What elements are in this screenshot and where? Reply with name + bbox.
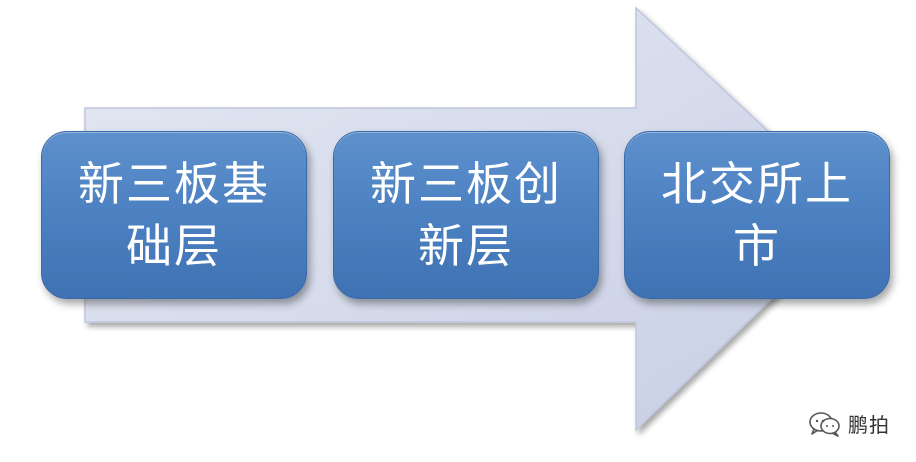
step-box-bse-listing: 北交所上市	[624, 131, 890, 299]
step-label: 新三板基础层	[78, 157, 270, 273]
watermark: 鹏拍	[808, 409, 890, 438]
step-box-basic-layer: 新三板基础层	[41, 131, 307, 299]
step-label: 北交所上市	[661, 157, 853, 273]
step-label: 新三板创新层	[370, 157, 562, 273]
watermark-text: 鹏拍	[848, 413, 890, 437]
step-box-innovation-layer: 新三板创新层	[333, 131, 599, 299]
chat-bubbles-icon	[809, 411, 840, 437]
